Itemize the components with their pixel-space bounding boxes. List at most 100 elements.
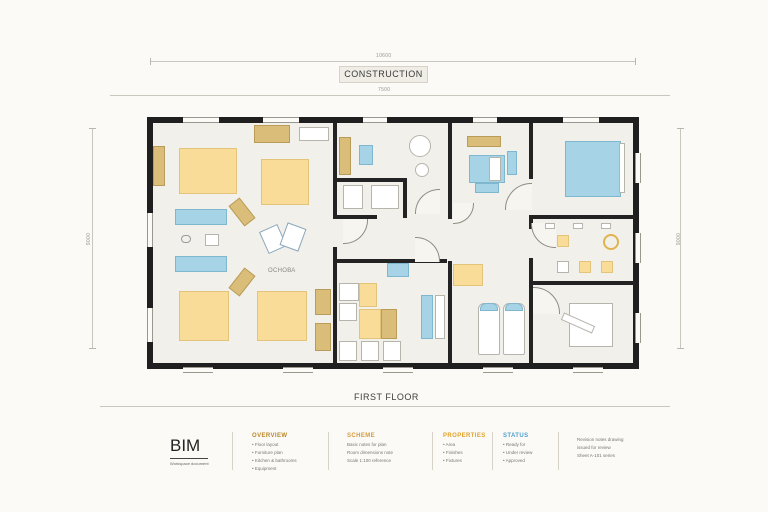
right-dimension-line [680, 128, 681, 348]
bed [565, 141, 621, 197]
left-dimension-line [92, 128, 93, 348]
top-dimension-line [150, 61, 635, 62]
dimension-tick [89, 128, 96, 129]
island [359, 309, 381, 339]
sofa [175, 209, 227, 225]
legend-heading: SCHEME [347, 433, 376, 439]
cabinet [254, 125, 290, 143]
window [483, 367, 513, 373]
lamp-icon [181, 235, 191, 243]
legend-line: Basic notes for plan [347, 442, 387, 447]
window [147, 213, 153, 247]
dimension-tick [150, 58, 151, 65]
legend-heading: PROPERTIES [443, 433, 486, 439]
shelf [545, 223, 555, 229]
table [179, 148, 237, 194]
table [179, 291, 229, 341]
window [473, 117, 497, 123]
chair-cushion [505, 303, 523, 311]
interior-wall [337, 178, 407, 182]
interior-wall [403, 182, 407, 218]
shelf [339, 137, 351, 175]
cabinet [467, 136, 501, 147]
shelf [381, 309, 397, 339]
shelf [601, 223, 611, 229]
legend-line: • Under review [503, 450, 533, 455]
interior-wall [529, 215, 635, 219]
legend-heading: STATUS [503, 433, 529, 439]
door[interactable] [533, 287, 560, 314]
window [563, 117, 599, 123]
legend-column-properties: PROPERTIES • Area • Finishes • Fixtures [443, 433, 486, 463]
round-table [409, 135, 431, 157]
legend-line: • Floor layout [252, 442, 279, 447]
brand-subtitle: Workspace document [170, 461, 209, 466]
legend-line: Scale 1:100 reference [347, 458, 392, 463]
stool [557, 235, 569, 247]
side-table [153, 146, 165, 186]
stool [415, 163, 429, 177]
room-label: ОСНОВА [268, 268, 296, 274]
dimension-tick [677, 348, 684, 349]
nightstand [507, 151, 517, 175]
kitchen-sink [387, 263, 409, 277]
legend-line: • Kitchen & bathrooms [252, 458, 297, 463]
door[interactable] [415, 189, 440, 214]
legend-line: • Area [443, 442, 456, 447]
legend-line: Revision notes drawing [577, 437, 624, 442]
table [257, 291, 307, 341]
sink [359, 145, 373, 165]
door[interactable] [415, 237, 440, 262]
window [263, 117, 299, 123]
pillow [619, 143, 625, 193]
window [283, 367, 313, 373]
chair [361, 341, 379, 361]
sub-dimension-label: 7500 [378, 87, 391, 93]
legend-column-status: STATUS • Ready for • Under review • Appr… [503, 433, 532, 463]
interior-wall [337, 259, 447, 263]
legend-line: • Fixtures [443, 458, 462, 463]
door[interactable] [505, 183, 532, 210]
interior-wall [529, 281, 635, 285]
legend-column-notes: Revision notes drawing issued for review… [577, 433, 624, 458]
window [147, 308, 153, 342]
page-title: CONSTRUCTION [339, 66, 428, 83]
divider-line [100, 406, 670, 407]
interior-wall [333, 123, 337, 219]
pillow [489, 157, 501, 181]
legend-separator [558, 432, 559, 470]
chair [228, 267, 256, 297]
window [183, 117, 219, 123]
legend-line: Sheet A-101 series [577, 453, 616, 458]
legend-line: • Ready for [503, 442, 526, 447]
desk-papers [299, 127, 329, 141]
window [183, 367, 213, 373]
door[interactable] [343, 219, 368, 244]
interior-wall [529, 258, 533, 363]
legend-separator [432, 432, 433, 470]
dimension-tick [635, 58, 636, 65]
counter [453, 264, 483, 286]
kitchen-cabinet [359, 283, 377, 307]
sofa [175, 256, 227, 272]
round-table [603, 234, 619, 250]
toilet [343, 185, 363, 209]
dimension-tick [677, 128, 684, 129]
legend-line: issued for review [577, 445, 611, 450]
table [261, 159, 309, 205]
chair [601, 261, 613, 273]
door[interactable] [453, 203, 474, 224]
kitchen-cabinet [339, 303, 357, 321]
cabinet [315, 323, 331, 351]
dimension-tick [89, 348, 96, 349]
lamp [205, 234, 219, 246]
chair [228, 197, 256, 227]
legend-column-overview: OVERVIEW • Floor layout • Furniture plan… [252, 433, 297, 471]
shelf [573, 223, 583, 229]
legend-line: Room dimensions note [347, 450, 394, 455]
rug [475, 183, 499, 193]
brand-logo: BIM [170, 436, 201, 455]
legend-line: • Equipment [252, 466, 277, 471]
interior-wall [448, 123, 452, 219]
legend-line: • Furniture plan [252, 450, 283, 455]
